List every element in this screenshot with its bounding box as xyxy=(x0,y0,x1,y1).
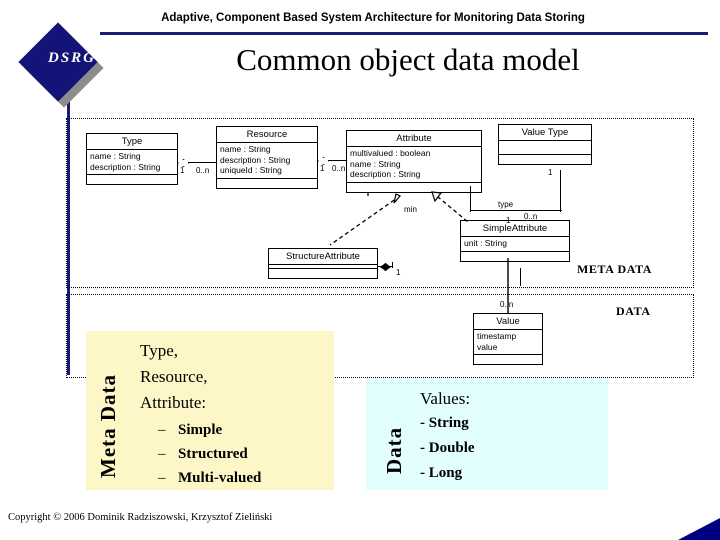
uml-class-operations xyxy=(87,175,177,184)
uml-class-value-type: Value Type xyxy=(498,124,592,165)
callout-data-item: - String xyxy=(420,415,469,431)
multiplicity-label: 1 xyxy=(180,166,185,175)
association-line-meta-bottom xyxy=(520,268,522,286)
role-label-type: type xyxy=(498,200,514,209)
uml-class-attributes: timestamp value xyxy=(474,330,542,355)
uml-class-name: Type xyxy=(87,134,177,150)
uml-class-operations xyxy=(461,252,569,261)
uml-attribute: name : String xyxy=(220,144,271,154)
uml-class-attributes: multivalued : boolean name : String desc… xyxy=(347,147,481,183)
aggregation-diamond-resource xyxy=(318,157,329,165)
uml-class-name: StructureAttribute xyxy=(269,249,377,265)
uml-class-value: Value timestamp value xyxy=(473,313,543,365)
meta-data-region-label: META DATA xyxy=(577,262,653,276)
meta-data-region xyxy=(66,118,694,288)
header-rule xyxy=(100,32,708,35)
data-region xyxy=(66,294,694,378)
uml-attribute: timestamp xyxy=(477,331,517,341)
dsrg-logo: DSRG xyxy=(18,22,122,108)
aggregation-diamond-type xyxy=(178,159,189,167)
uml-class-name: SimpleAttribute xyxy=(461,221,569,237)
uml-class-simple-attribute: SimpleAttribute unit : String xyxy=(460,220,570,262)
uml-attribute: value xyxy=(477,341,498,352)
uml-class-attribute: Attribute multivalued : boolean name : S… xyxy=(346,130,482,193)
uml-attribute: description : String xyxy=(220,154,291,165)
bullet-label: Multi-valued xyxy=(178,470,262,486)
uml-class-name: Resource xyxy=(217,127,317,143)
callout-meta-body: Type, Resource, Attribute: –Simple –Stru… xyxy=(140,338,330,490)
uml-attribute: multivalued : boolean xyxy=(350,148,431,158)
callout-data xyxy=(366,378,608,490)
footer-copyright: Copyright © 2006 Dominik Radziszowski, K… xyxy=(8,512,273,523)
multiplicity-label: 0..n xyxy=(500,300,514,309)
callout-meta-data xyxy=(86,331,334,490)
uml-attribute: name : String xyxy=(90,151,141,161)
multiplicity-label: 0..n xyxy=(332,164,346,173)
callout-data-heading: Values: xyxy=(420,389,471,408)
uml-class-attributes: unit : String xyxy=(461,237,569,252)
uml-class-structure-attribute: StructureAttribute xyxy=(268,248,378,279)
callout-data-item: - Double xyxy=(420,440,475,456)
uml-class-name: Attribute xyxy=(347,131,481,147)
header-subtitle: Adaptive, Component Based System Archite… xyxy=(161,12,585,24)
callout-data-body: Values: - String - Double - Long xyxy=(420,386,590,486)
uml-attribute: name : String xyxy=(350,158,401,169)
multiplicity-label: 1 xyxy=(506,216,511,225)
uml-class-name: Value Type xyxy=(499,125,591,141)
bullet-label: Simple xyxy=(178,422,223,438)
uml-class-operations xyxy=(269,269,377,278)
uml-attribute: uniqueId : String xyxy=(220,165,282,175)
uml-class-operations xyxy=(474,355,542,364)
uml-class-name: Value xyxy=(474,314,542,330)
association-line-structure-tick xyxy=(392,262,394,268)
association-line-resource-attribute xyxy=(328,160,346,162)
uml-attribute: description : String xyxy=(90,161,161,172)
uml-class-type: Type name : String description : String xyxy=(86,133,178,185)
callout-meta-line: Attribute: xyxy=(140,393,207,412)
list-item: –Simple xyxy=(158,418,330,442)
uml-class-operations xyxy=(217,179,317,188)
multiplicity-label: 1 xyxy=(320,164,325,173)
association-line-type-resource xyxy=(188,162,216,164)
bullet-dash: – xyxy=(158,446,166,462)
multiplicity-label: 0..n xyxy=(524,212,538,221)
uml-class-attributes xyxy=(499,141,591,155)
callout-meta-line: Resource, xyxy=(140,367,208,386)
callout-meta-line: Type, xyxy=(140,341,178,360)
callout-data-item: - Long xyxy=(420,465,463,481)
header-vertical-line xyxy=(67,75,70,375)
page-title: Common object data model xyxy=(236,42,580,77)
uml-class-attributes: name : String description : String uniqu… xyxy=(217,143,317,179)
multiplicity-label: 0..n xyxy=(196,166,210,175)
callout-data-side-label: Data xyxy=(382,426,406,474)
bullet-dash: – xyxy=(158,422,166,438)
uml-class-resource: Resource name : String description : Str… xyxy=(216,126,318,189)
list-item: –Multi-valued xyxy=(158,466,330,490)
uml-class-operations xyxy=(499,155,591,164)
role-label-min: min xyxy=(404,205,417,214)
uml-class-attributes xyxy=(269,265,377,269)
uml-attribute: description : String xyxy=(350,169,421,179)
composition-diamond-structure xyxy=(380,263,391,271)
uml-class-attributes: name : String description : String xyxy=(87,150,177,175)
association-line-attribute-valuetype-2 xyxy=(470,210,562,212)
callout-meta-bullets: –Simple –Structured –Multi-valued xyxy=(140,418,330,490)
uml-class-operations xyxy=(347,183,481,192)
callout-meta-side-label: Meta Data xyxy=(96,373,120,478)
logo-label: DSRG xyxy=(47,50,96,66)
multiplicity-label: 1 xyxy=(396,268,401,277)
association-line-valuetype-down xyxy=(560,170,562,212)
multiplicity-label: 1 xyxy=(548,168,553,177)
bullet-dash: – xyxy=(158,470,166,486)
bullet-label: Structured xyxy=(178,446,248,462)
data-region-label: DATA xyxy=(616,304,651,318)
association-line-attribute-valuetype xyxy=(470,186,472,212)
corner-accent-triangle xyxy=(678,518,720,540)
uml-attribute: unit : String xyxy=(464,238,507,248)
list-item: –Structured xyxy=(158,442,330,466)
